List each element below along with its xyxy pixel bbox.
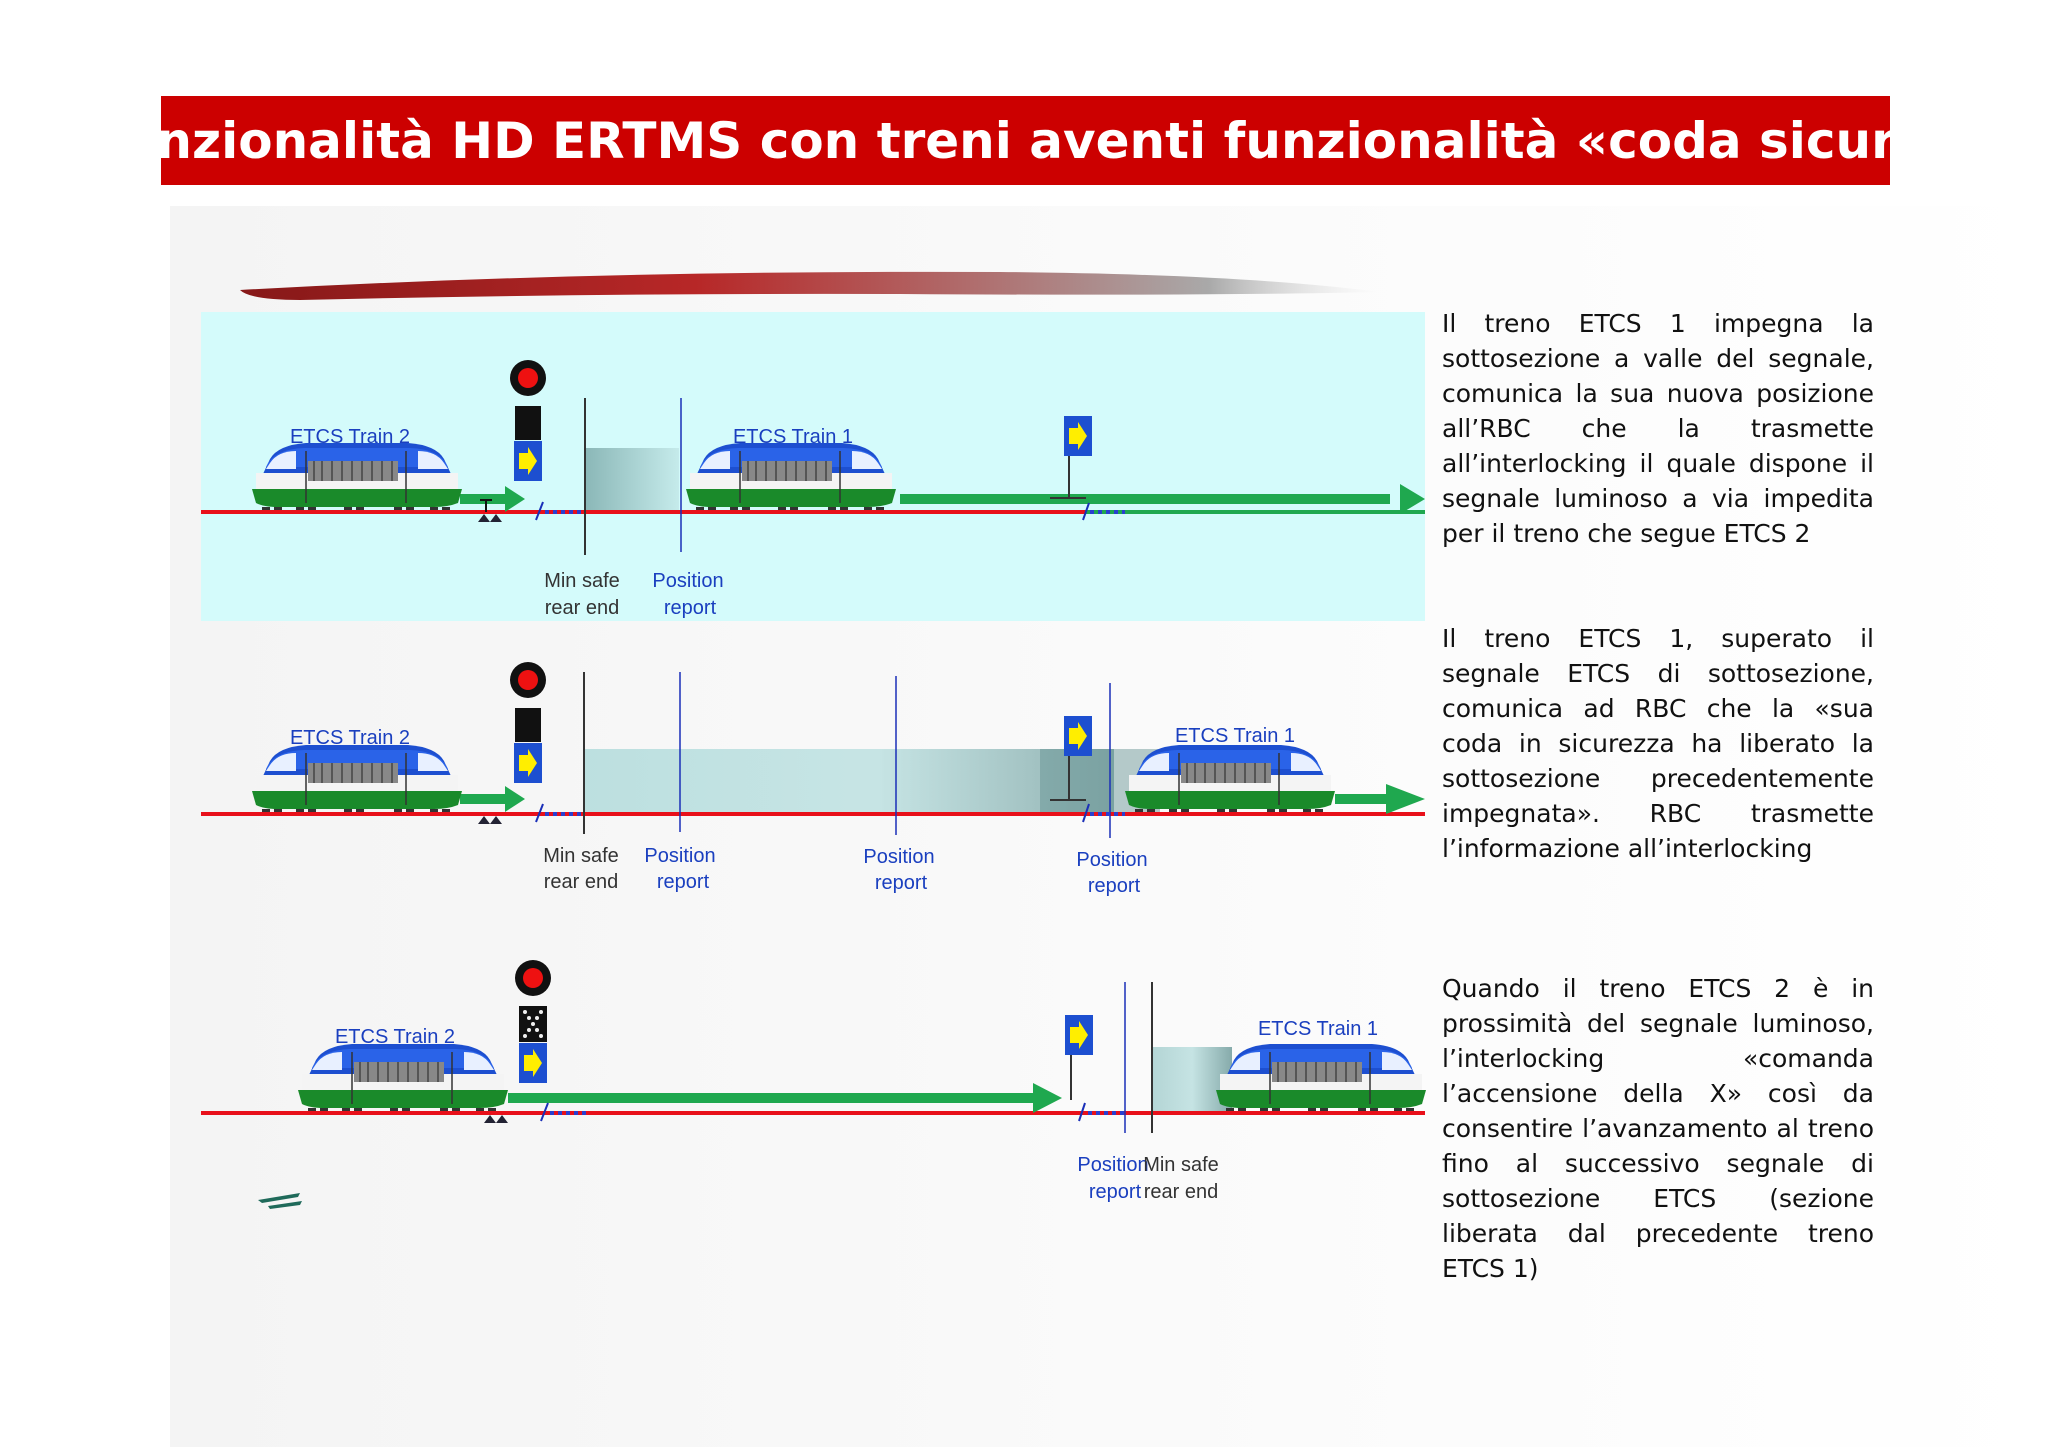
panel-2-report-label-a: report (657, 871, 710, 893)
panel-3-train-1-label: ETCS Train 1 (1258, 1018, 1378, 1040)
signal-1 (478, 360, 584, 522)
panel-2: ETCS Train 2 ETCS Train 1 Min safe rear … (201, 662, 1425, 897)
panel-3-report-label: report (1089, 1181, 1142, 1203)
signal-3 (484, 960, 586, 1123)
panel-2-train-1-label: ETCS Train 1 (1175, 725, 1295, 747)
panel-2-rear-end-label: rear end (544, 871, 619, 893)
panel-1: ETCS Train 2 ETCS Train 1 Min safe rear … (201, 312, 1425, 621)
panel-2-train-2-label: ETCS Train 2 (290, 727, 410, 749)
panel-3-min-safe-label: Min safe (1143, 1154, 1219, 1176)
logo-mark (258, 1193, 302, 1209)
panel-3-description: Quando il treno ETCS 2 è in prossimità d… (1442, 974, 1874, 1283)
panel-2-description: Il treno ETCS 1, superato il segnale ETC… (1442, 624, 1874, 863)
panel-1-position-label: Position (652, 570, 723, 592)
page-title: Funzionalità HD ERTMS con treni aventi f… (89, 111, 1962, 170)
signal-2 (478, 662, 584, 824)
panel-3-train-2-label: ETCS Train 2 (335, 1026, 455, 1048)
panel-1-train-2-label: ETCS Train 2 (290, 426, 410, 448)
panel-1-report-label: report (664, 597, 717, 619)
panel-1-min-safe-label: Min safe (544, 570, 620, 592)
panel-3-position-label: Position (1077, 1154, 1148, 1176)
panel-2-position-label-a: Position (644, 845, 715, 867)
panel-2-position-label-b: Position (863, 846, 934, 868)
title-bar: Funzionalità HD ERTMS con treni aventi f… (89, 96, 1962, 185)
panel-1-rear-end-label: rear end (545, 597, 620, 619)
decorative-swoosh (240, 271, 1380, 300)
panel-2-position-label-c: Position (1076, 849, 1147, 871)
panel-1-description: Il treno ETCS 1 impegna la sottosezione … (1442, 309, 1874, 548)
panel-3-rear-end-label: rear end (1144, 1181, 1219, 1203)
panel-2-min-safe-label: Min safe (543, 845, 619, 867)
panel-2-report-label-b: report (875, 872, 928, 894)
panel-3: ETCS Train 2 ETCS Train 1 Position repor… (201, 960, 1427, 1203)
panel-2-report-label-c: report (1088, 875, 1141, 897)
panel-1-train-1-label: ETCS Train 1 (733, 426, 853, 448)
